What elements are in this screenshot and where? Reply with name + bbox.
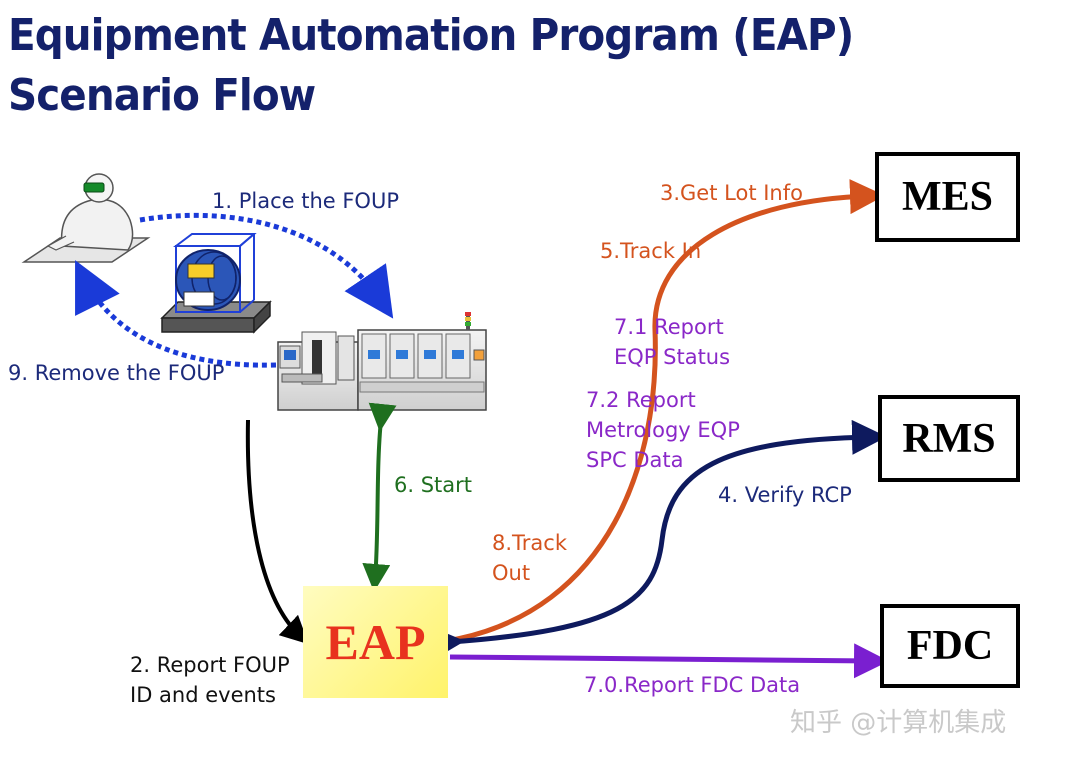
place-foup-arrow (139, 212, 394, 319)
remove-foup-label: 9. Remove the FOUP (8, 361, 225, 385)
track-out-label: 8.Track Out (492, 528, 567, 588)
track-out-line-1: 8.Track (492, 531, 567, 555)
report-foup-label-line-2: ID and events (130, 683, 276, 707)
page-title-line-2: Scenario Flow (8, 70, 316, 121)
eap-box: EAP (303, 586, 448, 698)
start-arrow (362, 402, 397, 592)
track-out-line-2: Out (492, 561, 531, 585)
place-foup-label: 1. Place the FOUP (212, 189, 400, 213)
verify-rcp-label: 4. Verify RCP (718, 483, 852, 507)
report-metrology-label: 7.2 Report Metrology EQP SPC Data (586, 385, 740, 475)
report-metrology-line-3: SPC Data (586, 448, 684, 472)
remove-foup-arrow (75, 260, 277, 368)
report-foup-label: 2. Report FOUP ID and events (130, 650, 290, 710)
rms-arrow (428, 419, 887, 661)
operator-icon (21, 173, 151, 263)
rms-box: RMS (878, 395, 1020, 482)
report-fdc-label: 7.0.Report FDC Data (584, 673, 801, 697)
report-metrology-line-1: 7.2 Report (586, 388, 696, 412)
report-eqp-status-label: 7.1 Report EQP Status (614, 312, 730, 372)
report-foup-label-line-1: 2. Report FOUP (130, 653, 290, 677)
fdc-arrow (449, 643, 889, 679)
track-in-label: 5.Track In (600, 239, 702, 263)
page-title-line-1: Equipment Automation Program (EAP) (8, 10, 854, 61)
report-eqp-status-line-2: EQP Status (614, 345, 731, 369)
fdc-box: FDC (880, 604, 1020, 688)
equipment-icon (277, 312, 487, 411)
mes-box: MES (875, 152, 1020, 242)
report-metrology-line-2: Metrology EQP (586, 418, 740, 442)
get-lot-info-label: 3.Get Lot Info (660, 181, 803, 205)
start-label: 6. Start (394, 473, 473, 497)
watermark: 知乎 @计算机集成 (790, 708, 1007, 738)
foup-icon (160, 233, 272, 334)
report-foup-arrow (245, 419, 309, 645)
report-eqp-status-line-1: 7.1 Report (614, 315, 724, 339)
